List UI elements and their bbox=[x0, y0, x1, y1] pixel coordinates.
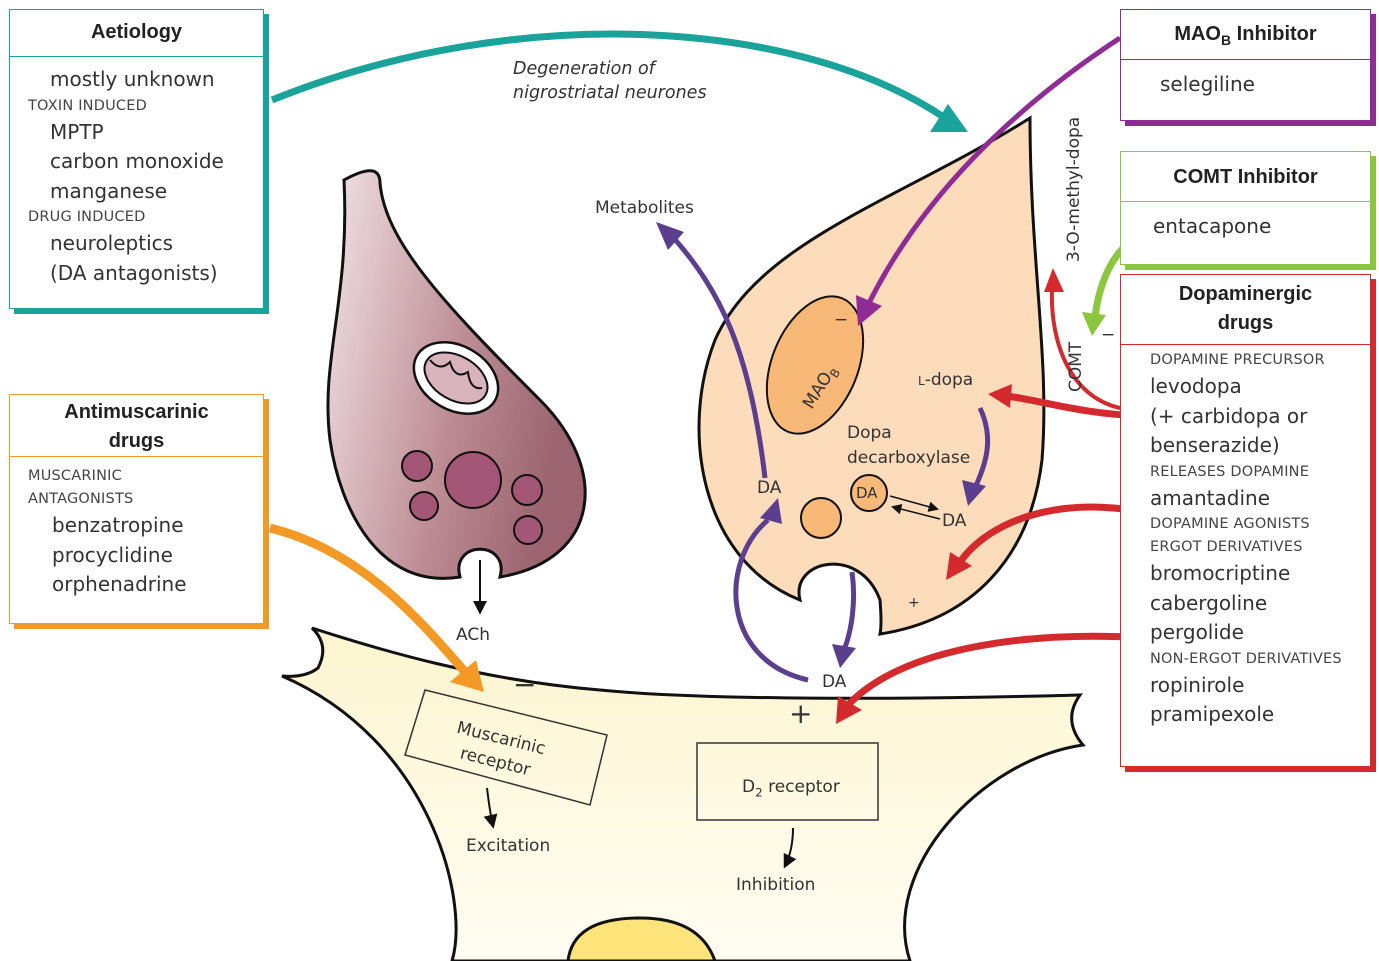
list-item: mostly unknown bbox=[28, 65, 263, 95]
ldopa-rest: -dopa bbox=[925, 370, 974, 390]
dopaminergic-title-line2: drugs bbox=[1121, 309, 1370, 338]
list-item: carbon monoxide bbox=[28, 147, 263, 177]
postsynaptic-neurone bbox=[282, 628, 1083, 961]
d2-rest: receptor bbox=[763, 777, 840, 797]
list-item: benzatropine bbox=[28, 511, 263, 541]
list-item: (DA antagonists) bbox=[28, 259, 263, 289]
methyl-dopa-label: 3-O-methyl-dopa bbox=[1064, 117, 1084, 262]
comt-enzyme-label: COMT bbox=[1066, 342, 1086, 392]
category-heading: MUSCARINIC bbox=[28, 465, 263, 488]
da-cytoplasm-label: DA bbox=[757, 478, 781, 498]
list-item: amantadine bbox=[1150, 484, 1370, 514]
degeneration-line2: nigrostriatal neurones bbox=[513, 81, 707, 105]
category-heading: NON-ERGOT DERIVATIVES bbox=[1150, 648, 1370, 671]
list-item: orphenadrine bbox=[28, 570, 263, 600]
list-item: cabergoline bbox=[1150, 589, 1370, 619]
category-heading: DOPAMINE AGONISTS bbox=[1150, 513, 1370, 536]
ach-label: ACh bbox=[456, 625, 490, 645]
antimuscarinic-title-line1: Antimuscarinic bbox=[10, 398, 263, 427]
list-item: bromocriptine bbox=[1150, 559, 1370, 589]
aetiology-box: Aetiology mostly unknownTOXIN INDUCEDMPT… bbox=[9, 9, 264, 309]
antimuscarinic-minus-sign: − bbox=[513, 668, 536, 701]
da-release-arrow bbox=[844, 572, 854, 650]
list-item: (+ carbidopa or bbox=[1150, 402, 1370, 432]
list-item: levodopa bbox=[1150, 372, 1370, 402]
dopaminergic-title-line1: Dopaminergic bbox=[1121, 280, 1370, 309]
da-free-label: DA bbox=[942, 511, 966, 531]
maob-inhibitor-box: MAOB Inhibitor selegiline bbox=[1120, 9, 1371, 121]
inhibition-label: Inhibition bbox=[736, 875, 815, 895]
presynaptic-plus-sign: + bbox=[908, 595, 920, 611]
dopaminergic-title: Dopaminergic drugs bbox=[1121, 275, 1370, 345]
degeneration-label: Degeneration of nigrostriatal neurones bbox=[513, 57, 707, 105]
list-item: ropinirole bbox=[1150, 671, 1370, 701]
list-item: MPTP bbox=[28, 118, 263, 148]
maob-minus-sign: − bbox=[834, 310, 848, 330]
category-heading: DOPAMINE PRECURSOR bbox=[1150, 349, 1370, 372]
maob-title-main: MAO bbox=[1174, 23, 1221, 45]
category-heading: DRUG INDUCED bbox=[28, 206, 263, 229]
comt-red-arrow-head bbox=[1044, 268, 1064, 292]
list-item: neuroleptics bbox=[28, 229, 263, 259]
maob-list: selegiline bbox=[1121, 60, 1370, 100]
antimuscarinic-box: Antimuscarinic drugs MUSCARINICANTAGONIS… bbox=[9, 394, 264, 624]
category-heading: TOXIN INDUCED bbox=[28, 95, 263, 118]
excitation-label: Excitation bbox=[466, 836, 550, 856]
da-release-arrow-head bbox=[832, 644, 856, 668]
metabolites-label: Metabolites bbox=[595, 198, 694, 218]
dopa-decarboxylase-label: Dopa decarboxylase bbox=[847, 421, 970, 471]
list-item: entacapone bbox=[1153, 212, 1370, 242]
list-item: manganese bbox=[28, 177, 263, 207]
comt-inhibitor-box: COMT Inhibitor entacapone bbox=[1120, 151, 1371, 265]
agonist-plus-sign: + bbox=[789, 697, 812, 730]
comt-minus-sign: − bbox=[1101, 325, 1115, 345]
dopaminergic-neurone bbox=[699, 118, 1044, 634]
comt-list: entacapone bbox=[1121, 202, 1370, 242]
maob-inhibitor-title: MAOB Inhibitor bbox=[1121, 10, 1370, 60]
list-item: selegiline bbox=[1160, 70, 1370, 100]
category-heading: ANTAGONISTS bbox=[28, 488, 263, 511]
antimuscarinic-title-line2: drugs bbox=[10, 427, 263, 456]
empty-vesicle bbox=[801, 498, 841, 538]
antimuscarinic-title: Antimuscarinic drugs bbox=[10, 395, 263, 457]
d2-main: D bbox=[742, 777, 755, 797]
ldopa-l-prefix: L bbox=[918, 374, 925, 388]
da-synaptic-label: DA bbox=[822, 672, 846, 692]
list-item: pergolide bbox=[1150, 618, 1370, 648]
maob-title-rest: Inhibitor bbox=[1231, 23, 1317, 45]
d2-sub: 2 bbox=[755, 785, 763, 799]
dopa-decarboxylase-line2: decarboxylase bbox=[847, 446, 970, 471]
list-item: procyclidine bbox=[28, 541, 263, 571]
agonists-arrow bbox=[848, 636, 1148, 705]
maob-title-sub: B bbox=[1221, 32, 1231, 48]
da-vesicle-label: DA bbox=[856, 484, 878, 502]
d2-receptor-label: D2 receptor bbox=[742, 777, 840, 799]
category-heading: ERGOT DERIVATIVES bbox=[1150, 536, 1370, 559]
list-item: benserazide) bbox=[1150, 431, 1370, 461]
aetiology-title: Aetiology bbox=[10, 10, 263, 57]
category-heading: RELEASES DOPAMINE bbox=[1150, 461, 1370, 484]
degeneration-line1: Degeneration of bbox=[513, 57, 707, 81]
ldopa-label: L-dopa bbox=[918, 370, 973, 390]
dopa-decarboxylase-line1: Dopa bbox=[847, 421, 970, 446]
list-item: pramipexole bbox=[1150, 700, 1370, 730]
comt-inhibitor-title: COMT Inhibitor bbox=[1121, 152, 1370, 202]
